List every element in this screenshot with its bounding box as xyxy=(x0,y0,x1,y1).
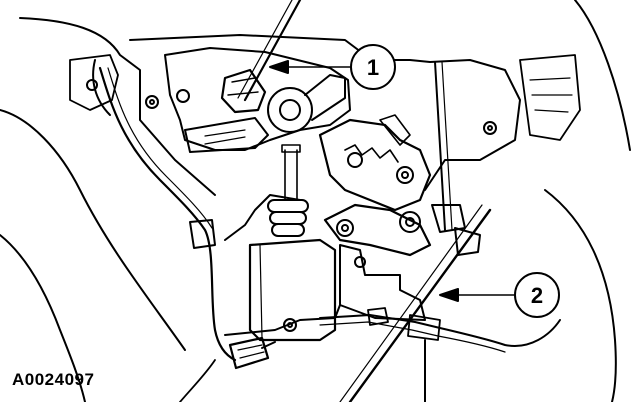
rod-clip-right-2 xyxy=(454,227,481,256)
vertical-rod-right xyxy=(434,61,446,231)
door-panel-contour-left-3 xyxy=(0,234,86,402)
harness-clip xyxy=(189,219,216,249)
actuator-mount-bolt-inner xyxy=(287,322,293,328)
callout-1: 1 xyxy=(350,44,396,90)
callout-2: 2 xyxy=(514,272,560,318)
release-cable-b xyxy=(339,204,483,402)
lock-actuator-edge xyxy=(259,244,263,339)
actuator-mount-bolt xyxy=(283,318,297,332)
cable-fitting-2 xyxy=(407,314,441,341)
wiring-harness xyxy=(98,66,237,362)
bracket-bolt-1 xyxy=(86,79,98,91)
actuator-plunger-cap xyxy=(281,144,301,153)
actuator-rod-1 xyxy=(243,0,302,102)
latch-pivot-2-inner xyxy=(401,171,409,179)
lower-latch-housing xyxy=(339,244,426,321)
housing-bolt-2 xyxy=(176,89,190,103)
link-pivot-1 xyxy=(336,219,354,237)
rod-clip-right xyxy=(431,204,466,233)
door-panel-contour-right-2 xyxy=(544,189,617,402)
right-bracket xyxy=(519,54,581,141)
latch-pawl xyxy=(379,114,411,146)
rod-clip-1-detail xyxy=(227,77,259,96)
slotted-lever xyxy=(184,117,269,153)
housing-bolt-3-inner xyxy=(487,125,493,131)
lower-housing-bolt xyxy=(354,256,366,268)
callout-1-number: 1 xyxy=(367,55,379,80)
actuator-rod-1-b xyxy=(237,0,293,99)
bellcrank-arm xyxy=(304,74,346,121)
latch-plate-lower xyxy=(224,194,301,241)
actuator-plunger xyxy=(284,149,298,201)
right-bracket-ribs xyxy=(529,77,573,113)
latch-gear-teeth xyxy=(344,144,399,163)
lower-housing-lip xyxy=(224,304,341,336)
door-panel-contour-left-2 xyxy=(0,109,186,351)
housing-bolt-1 xyxy=(145,95,159,109)
latch-mechanism-body xyxy=(318,118,432,212)
vertical-rod-right-b xyxy=(441,61,453,231)
harness-lower-run xyxy=(179,359,216,402)
actuator-boot-1 xyxy=(267,199,309,213)
upper-left-bracket xyxy=(69,54,119,111)
actuator-boot-2 xyxy=(269,211,307,225)
link-pivot-2 xyxy=(399,211,421,233)
housing-bolt-3 xyxy=(483,121,497,135)
lock-actuator-body xyxy=(248,238,337,342)
harness-to-actuator xyxy=(261,341,276,349)
release-cable xyxy=(348,208,492,402)
callout-2-number: 2 xyxy=(531,283,543,308)
push-pull-cable-b xyxy=(319,321,506,353)
lever-slot-outline xyxy=(204,129,246,145)
wiring-harness-b xyxy=(107,67,213,229)
push-pull-cable xyxy=(319,314,561,347)
housing-bolt-1-inner xyxy=(149,99,155,105)
callout-2-arrowhead xyxy=(439,288,459,302)
actuator-boot-3 xyxy=(271,223,305,237)
harness-connector-ribs xyxy=(237,344,265,359)
figure-id-label: A0024097 xyxy=(12,370,95,389)
lever-slot xyxy=(202,130,248,143)
link-pivot-1-inner xyxy=(341,224,349,232)
cable-fitting-1 xyxy=(367,307,389,326)
pivot-hub-inner xyxy=(279,99,301,121)
latch-pivot-1 xyxy=(347,152,363,168)
harness-connector xyxy=(228,336,270,370)
door-panel-outline-right xyxy=(574,0,631,151)
rod-clip-1 xyxy=(220,68,267,114)
latch-pivot-2 xyxy=(396,166,414,184)
door-panel-outline-left xyxy=(19,17,216,196)
lower-latch-link xyxy=(323,203,432,257)
callout-1-arrowhead xyxy=(269,60,289,74)
link-pivot-2-inner xyxy=(405,217,415,227)
latch-mounting-plate xyxy=(129,34,521,191)
pivot-hub xyxy=(267,87,313,133)
